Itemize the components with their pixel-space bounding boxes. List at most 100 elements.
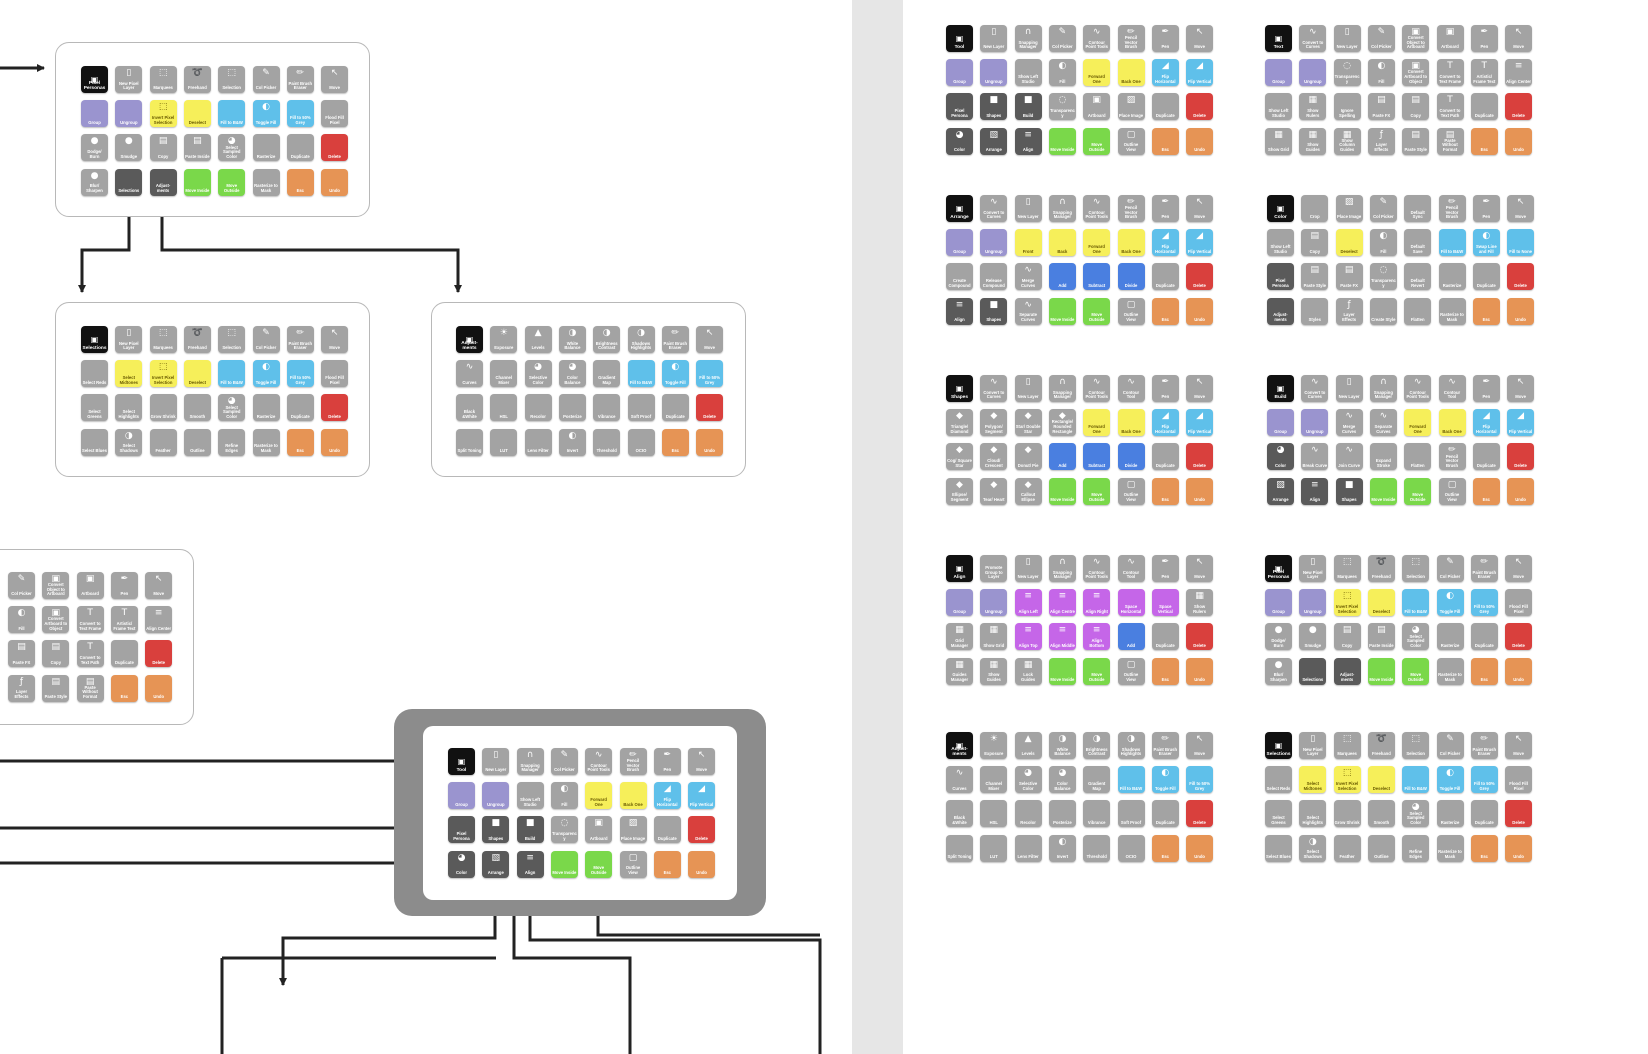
- col-picker-icon: ✎: [1058, 27, 1067, 37]
- key-label: Flatten: [1410, 317, 1425, 322]
- key-align: ≡Align: [1301, 477, 1329, 505]
- key-snapping-manager: ∩Snapping Manager: [1048, 375, 1076, 402]
- key-create-style: Create Style: [1369, 297, 1397, 325]
- key-ungroup: Ungroup: [1299, 589, 1327, 617]
- key-label: Paste Inside: [185, 153, 210, 159]
- key-pixel-persona: Pixel Persona: [448, 816, 475, 844]
- key-freehand: ➰Freehand: [1367, 732, 1395, 759]
- key-move: ↖Move: [688, 748, 716, 775]
- key-label: Align Middle: [1049, 642, 1075, 648]
- key-label: Invert Pixel Selection: [151, 375, 175, 385]
- page-divider: [852, 0, 903, 1054]
- key-flip-vertical: ◢Flip Vertical: [1507, 409, 1535, 437]
- key-adjust-ments: ▣Adjust-ments: [946, 732, 973, 759]
- key-fill-to-b-w: Fill to B&W: [1402, 589, 1430, 617]
- key-label: Color: [954, 147, 965, 152]
- key-move-outside: Move Outside: [585, 850, 613, 878]
- key-black-white: Black &White: [946, 800, 973, 828]
- key-subtract: Subtract: [1083, 263, 1111, 291]
- key-label: Show Grid: [983, 642, 1005, 648]
- key-label: Back One: [1121, 428, 1141, 434]
- fill-icon: ◐: [560, 784, 569, 795]
- key-label: Contour Tool: [1122, 389, 1140, 400]
- key-label: Contour Point Tools: [587, 762, 610, 773]
- transparency-icon: ◌: [1058, 95, 1067, 106]
- key-label: Marquees: [1337, 751, 1357, 757]
- key-label: Convert to Text Path: [1439, 108, 1461, 118]
- key-show-left-studio: Show Left Studio: [1267, 229, 1294, 257]
- key-delete: Delete: [145, 640, 173, 668]
- key-vibrance: Vibrance: [593, 394, 621, 422]
- paste-style-icon: ▤: [51, 676, 61, 687]
- key-paint-brush-eraser: ✏Paint Brush Eraser: [661, 326, 689, 353]
- key-group: Group: [448, 782, 475, 810]
- key-convert-to-curves: ∿Convert to Curves: [1301, 375, 1329, 402]
- key-label: Move: [1513, 44, 1524, 50]
- key-label: Group: [953, 608, 966, 614]
- selection-icon: ⬚: [1411, 557, 1420, 567]
- arrow-to-adjustments-panel: [160, 196, 462, 293]
- key-label: HSL: [499, 413, 508, 419]
- key-flip-horizontal: ◢Flip Horizontal: [653, 782, 681, 810]
- key-contour-point-tools: ∿Contour Point Tools: [585, 748, 613, 775]
- key-label: Fill to B&W: [1440, 248, 1464, 254]
- key-align-right: ≡Align Right: [1083, 589, 1111, 617]
- key-duplicate: Duplicate: [1151, 443, 1179, 471]
- key-label: Curves: [462, 379, 477, 385]
- key-label: Build: [524, 835, 536, 841]
- key-label: Dodge/ Burn: [1271, 638, 1286, 648]
- key-move-inside: Move Inside: [550, 850, 578, 878]
- key-label: Paint Brush Eraser: [1153, 746, 1178, 757]
- key-rasterize: Rasterize: [1436, 623, 1464, 651]
- key-label: Add: [1058, 462, 1067, 468]
- move-icon: ↖: [330, 328, 339, 338]
- key-label: Delete: [1193, 112, 1206, 118]
- key-outline-view: ▢Outline View: [1438, 477, 1466, 505]
- key-label: Move Outside: [590, 865, 607, 875]
- key-fill-to-b-w: Fill to B&W: [1402, 766, 1430, 794]
- key-divide: Divide: [1117, 443, 1145, 471]
- key-label: Layer Effects: [1374, 142, 1389, 152]
- key-label: Invert Pixel Selection: [1335, 604, 1359, 614]
- key-label: Pencil Vector Brush: [1445, 205, 1459, 220]
- key-snapping-manager: ∩Snapping Manager: [516, 748, 544, 775]
- key-label: Triangle/ Diamond: [950, 424, 969, 434]
- key-vibrance: Vibrance: [1083, 800, 1111, 828]
- snapping-manager-icon: ∩: [1059, 197, 1066, 207]
- key-duplicate: Duplicate: [110, 640, 138, 668]
- key-flood-fill-pixel: Flood Fill Pixel: [321, 100, 349, 128]
- key-dodge-burn: ●Dodge/ Burn: [81, 134, 108, 162]
- key-invert-pixel-selection: ⬚Invert Pixel Selection: [1333, 589, 1361, 617]
- key-flip-horizontal: ◢Flip Horizontal: [1151, 59, 1179, 87]
- key-label: Paste Style: [44, 694, 67, 699]
- key-label: Feather: [1339, 854, 1355, 859]
- convert-to-curves-icon: ∿: [990, 377, 998, 387]
- key-esc: Esc: [1151, 297, 1179, 325]
- key-place-image: ▨Place Image: [1335, 195, 1363, 222]
- copy-icon: ▤: [1411, 95, 1420, 106]
- key-label: Duplicate: [290, 153, 310, 159]
- key-label: Black &White: [462, 409, 477, 419]
- key-color: ◕Color: [1267, 443, 1294, 471]
- key-flood-fill-pixel: Flood Fill Pixel: [1505, 766, 1533, 794]
- key-freehand: ➰Freehand: [183, 66, 211, 93]
- build-icon: ■: [1023, 95, 1033, 106]
- key-label: Fill to B&W: [1119, 785, 1143, 791]
- key-label: Pencil Vector Brush: [1124, 35, 1138, 50]
- key-flood-fill-pixel: Flood Fill Pixel: [1505, 589, 1533, 617]
- key-label: Pencil Vector Brush: [626, 758, 640, 773]
- key-delete: Delete: [1505, 800, 1533, 828]
- key-label: Delete: [152, 659, 165, 665]
- key-ellipse-segment: ◆Ellipse/ Segment: [946, 477, 973, 505]
- color-icon: ◕: [1276, 445, 1285, 456]
- key-label: Esc: [1161, 497, 1170, 502]
- fill-icon: ◐: [17, 608, 26, 619]
- key-forward-one: Forward One: [1083, 229, 1111, 257]
- key-back-one: Back One: [1117, 409, 1145, 437]
- key-select-sampled-color: ◕Select Sampled Color: [218, 134, 246, 162]
- new-pixel-layer-icon: ▯: [1310, 557, 1316, 567]
- key-move: ↖Move: [1186, 555, 1214, 582]
- key-label: Toggle Fill: [1154, 785, 1176, 791]
- key-label: Vibrance: [1087, 819, 1106, 825]
- toggle-fill-icon: ◐: [1446, 591, 1454, 602]
